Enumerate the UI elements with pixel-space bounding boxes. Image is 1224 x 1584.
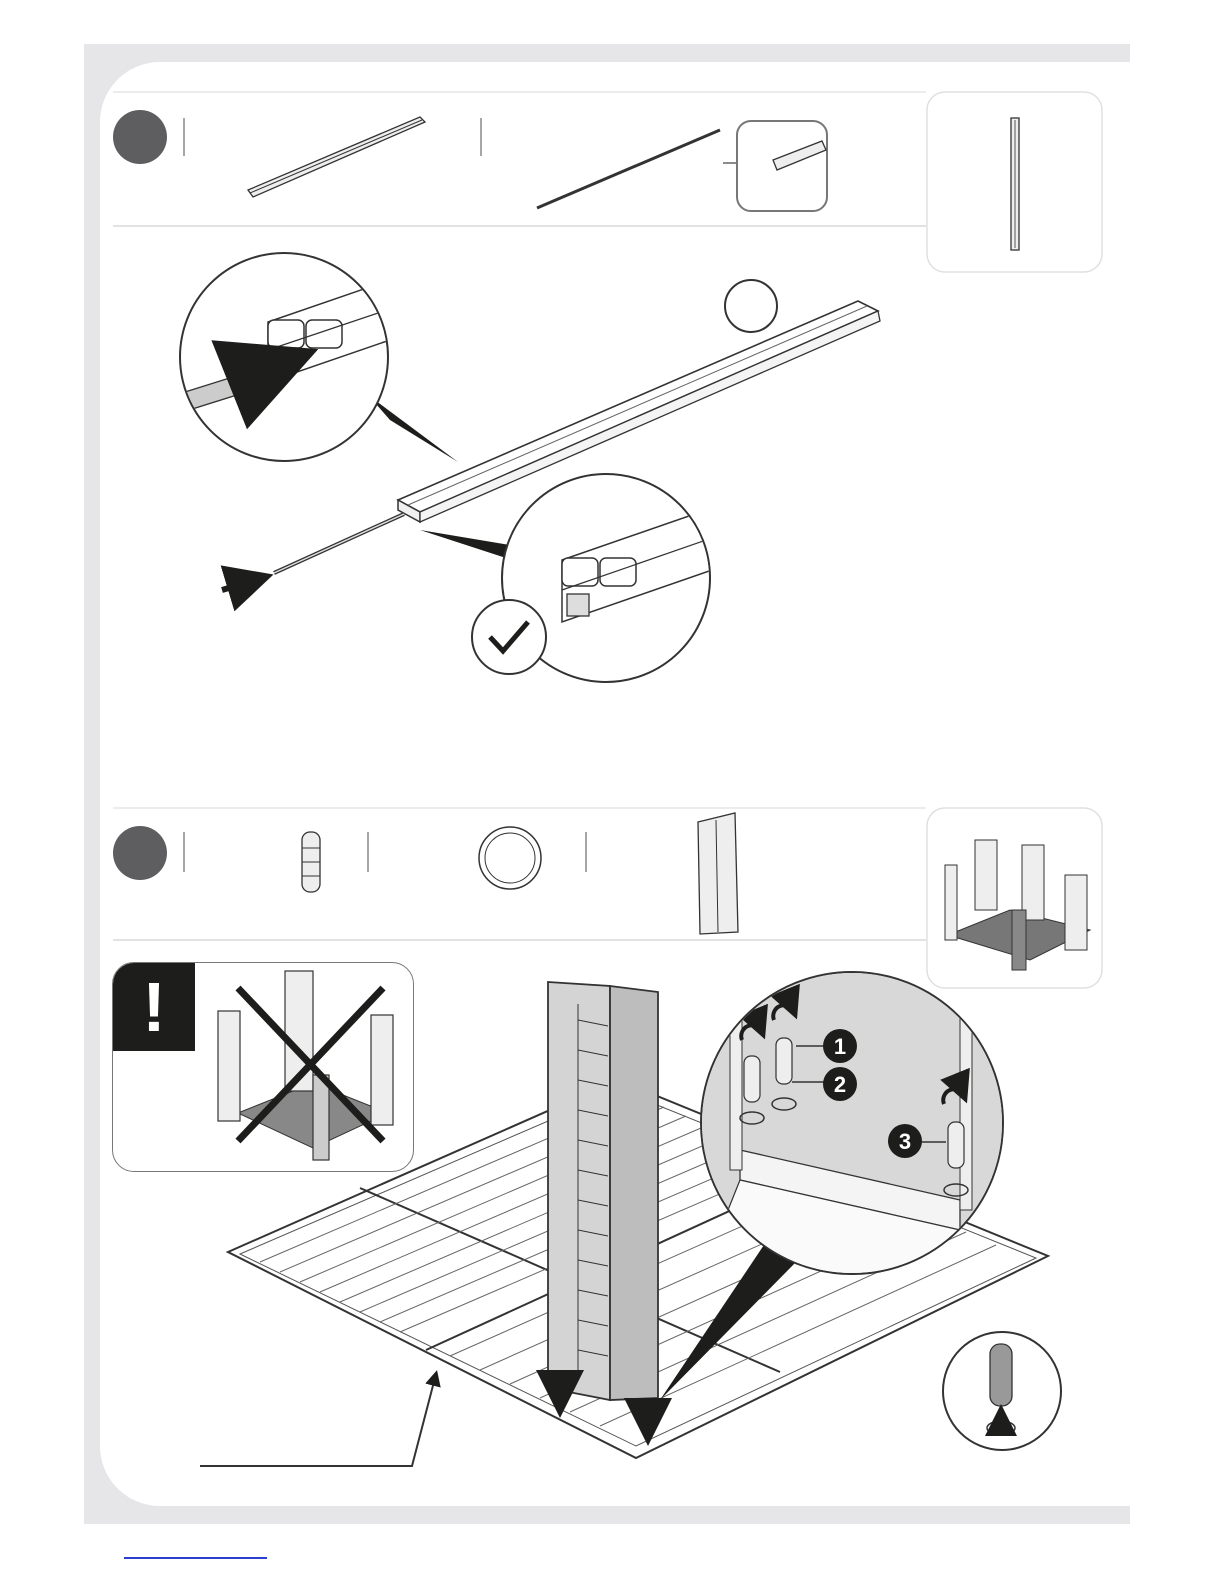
part-count-circle: [725, 280, 777, 332]
vertical-post-icon: [1011, 118, 1019, 250]
detail-circle-plug: [943, 1332, 1061, 1450]
callout-number-3: 3: [899, 1129, 911, 1154]
callout-number-1: 1: [834, 1034, 846, 1059]
detail-circle-insert: [180, 253, 458, 462]
wrong-assembly-illustration: [113, 963, 413, 1171]
anchor-plug-icon: [302, 832, 320, 892]
push-arrow-icon: [222, 578, 262, 590]
checkmark-circle: [472, 600, 546, 674]
footer-link-underline[interactable]: [124, 1557, 267, 1559]
detail-circle-seated: [420, 474, 712, 682]
floor-leader-line: [200, 1374, 436, 1466]
rod-part-icon: [537, 130, 720, 208]
step1-parts-strip: [113, 92, 926, 226]
upright-wall-panel: [548, 982, 658, 1400]
step2-parts-strip: [113, 808, 926, 940]
warning-box: !: [112, 962, 414, 1172]
ring-washer-icon: [479, 827, 541, 889]
rail-part-icon: [248, 117, 425, 197]
wall-panel-icon: [698, 813, 738, 934]
callout-number-2: 2: [834, 1072, 846, 1097]
